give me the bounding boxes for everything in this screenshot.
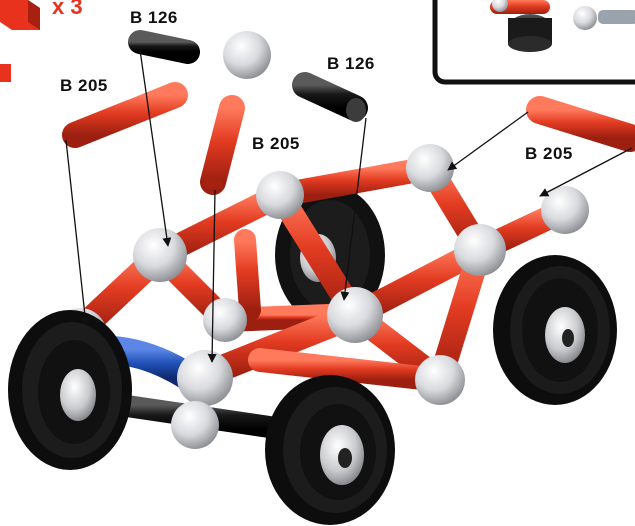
red-brick-icon bbox=[0, 0, 40, 30]
red-marker-icon bbox=[0, 64, 11, 82]
wheel-front-right bbox=[265, 375, 395, 525]
loose-red-rod-1 bbox=[62, 82, 188, 148]
part-label: B 205 bbox=[252, 134, 300, 153]
part-label: B 126 bbox=[327, 54, 375, 73]
loose-black-rod-1 bbox=[128, 30, 200, 64]
inset-detail-box bbox=[432, 0, 635, 85]
loose-ball bbox=[223, 31, 271, 79]
part-label: B 205 bbox=[60, 76, 108, 95]
pointer-arrows bbox=[65, 49, 633, 363]
wheel-back-right bbox=[493, 255, 617, 405]
part-label: B 205 bbox=[525, 144, 573, 163]
wheel-front-left bbox=[8, 310, 132, 470]
quantity-badge: x 3 bbox=[52, 0, 83, 19]
part-label: B 126 bbox=[130, 8, 178, 27]
loose-red-rod-3 bbox=[526, 96, 635, 152]
loose-red-rod-2 bbox=[200, 95, 245, 195]
loose-black-rod-2 bbox=[292, 72, 368, 122]
